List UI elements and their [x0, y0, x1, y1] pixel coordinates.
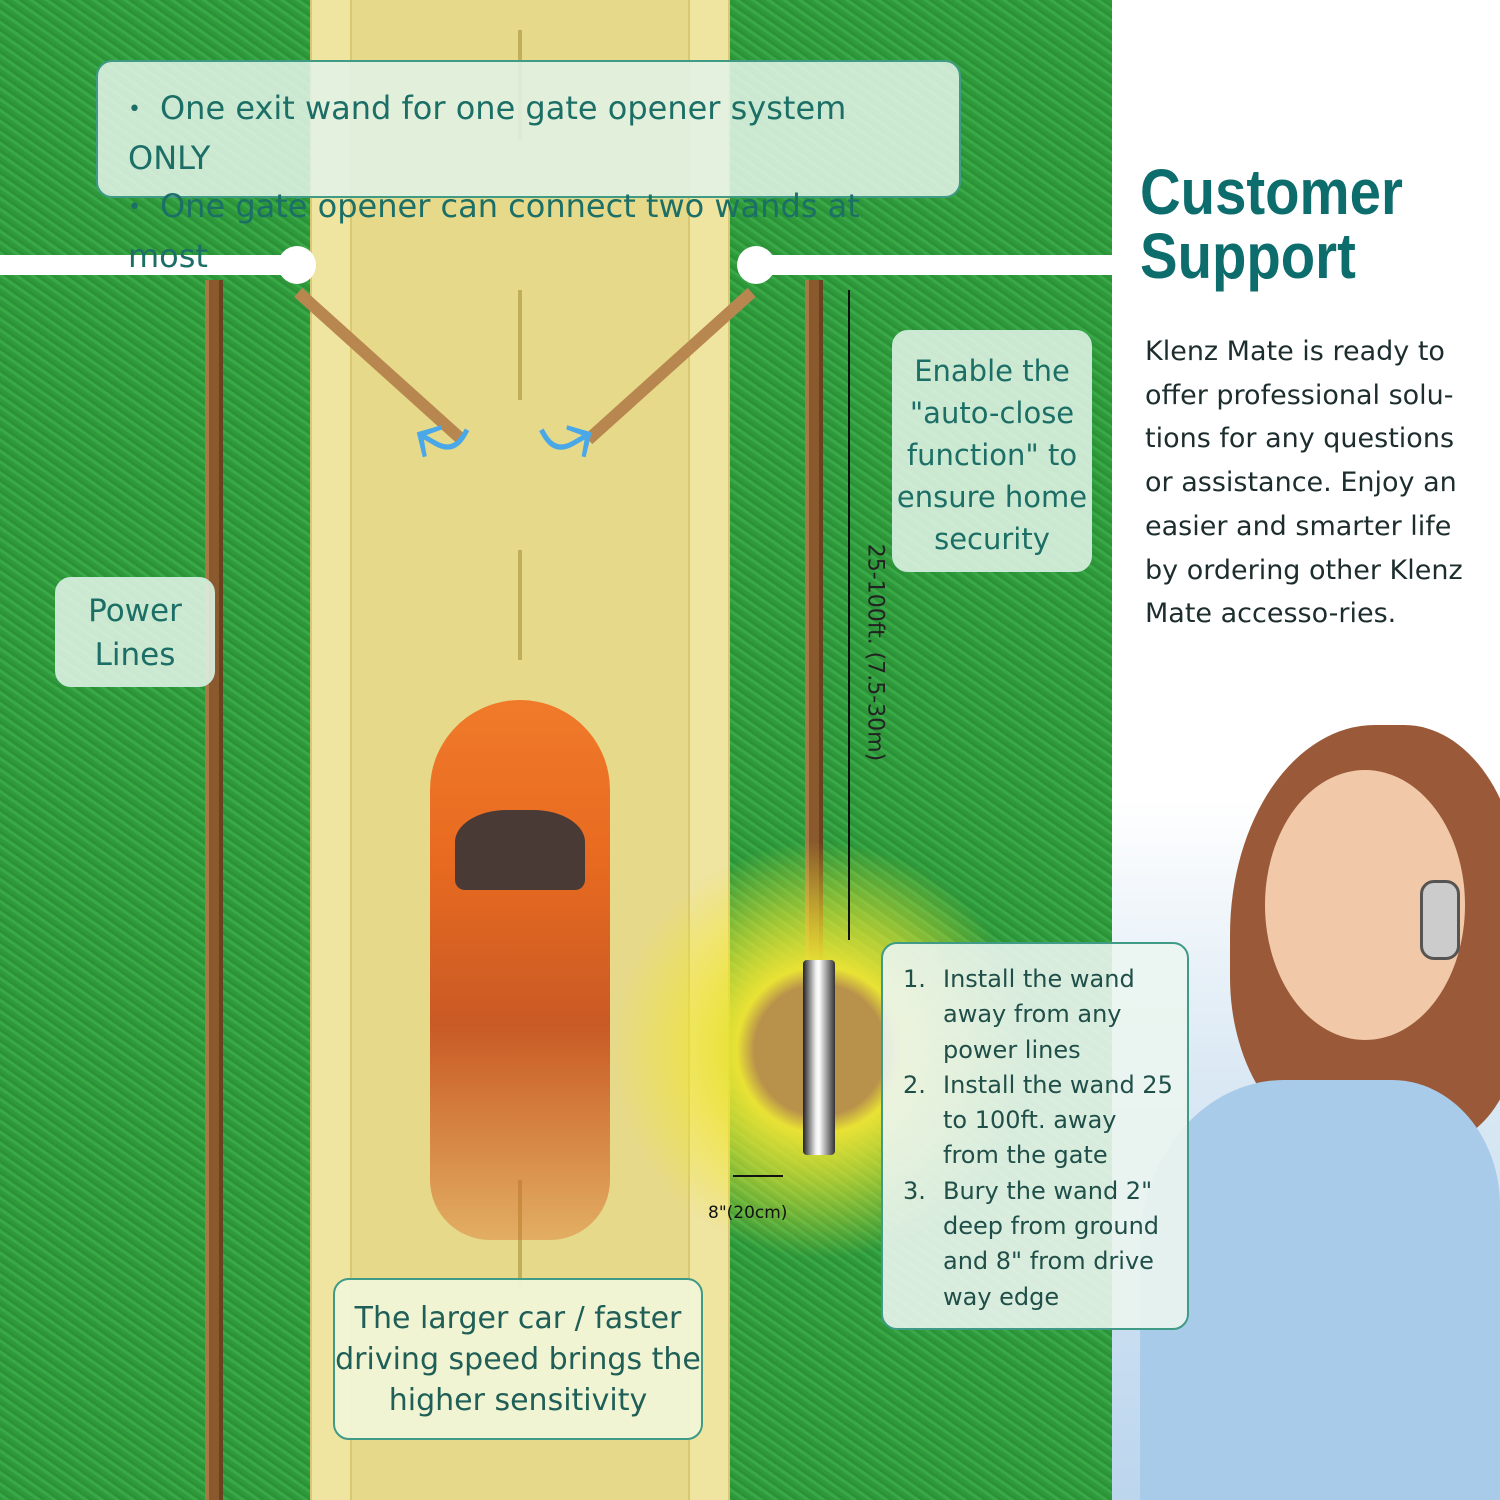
- auto-close-callout: Enable the "auto-close function" to ensu…: [892, 330, 1092, 572]
- note-item: One gate opener can connect two wands at…: [128, 182, 929, 280]
- support-agent-shirt: [1140, 1080, 1500, 1500]
- car-sensitivity-note: The larger car / faster driving speed br…: [333, 1278, 703, 1440]
- install-steps-box: 1.Install the wand away from any power l…: [881, 942, 1189, 1330]
- edge-distance-label: 8"(20cm): [708, 1203, 788, 1223]
- center-dash: [518, 290, 522, 400]
- edge-measure-line: [733, 1175, 783, 1177]
- car: [430, 700, 610, 1240]
- top-notes-box: One exit wand for one gate opener system…: [96, 60, 961, 275]
- step-item: 1.Install the wand away from any power l…: [903, 965, 1135, 1064]
- power-line-right: [805, 280, 823, 960]
- note-item: One exit wand for one gate opener system…: [128, 84, 929, 182]
- center-dash: [518, 550, 522, 660]
- step-item: 3.Bury the wand 2" deep from ground and …: [903, 1176, 1160, 1311]
- power-lines-callout: Power Lines: [55, 577, 215, 687]
- step-item: 2.Install the wand 25 to 100ft. away fro…: [903, 1070, 1173, 1170]
- headset-icon: [1420, 880, 1460, 960]
- exit-wand: [803, 960, 835, 1155]
- distance-label: 25-100ft. (7.5-30m): [862, 543, 888, 762]
- car-windshield: [455, 810, 585, 890]
- distance-line: [848, 290, 850, 940]
- support-description: Klenz Mate is ready to offer professiona…: [1145, 336, 1463, 630]
- power-line-left: [205, 280, 223, 1500]
